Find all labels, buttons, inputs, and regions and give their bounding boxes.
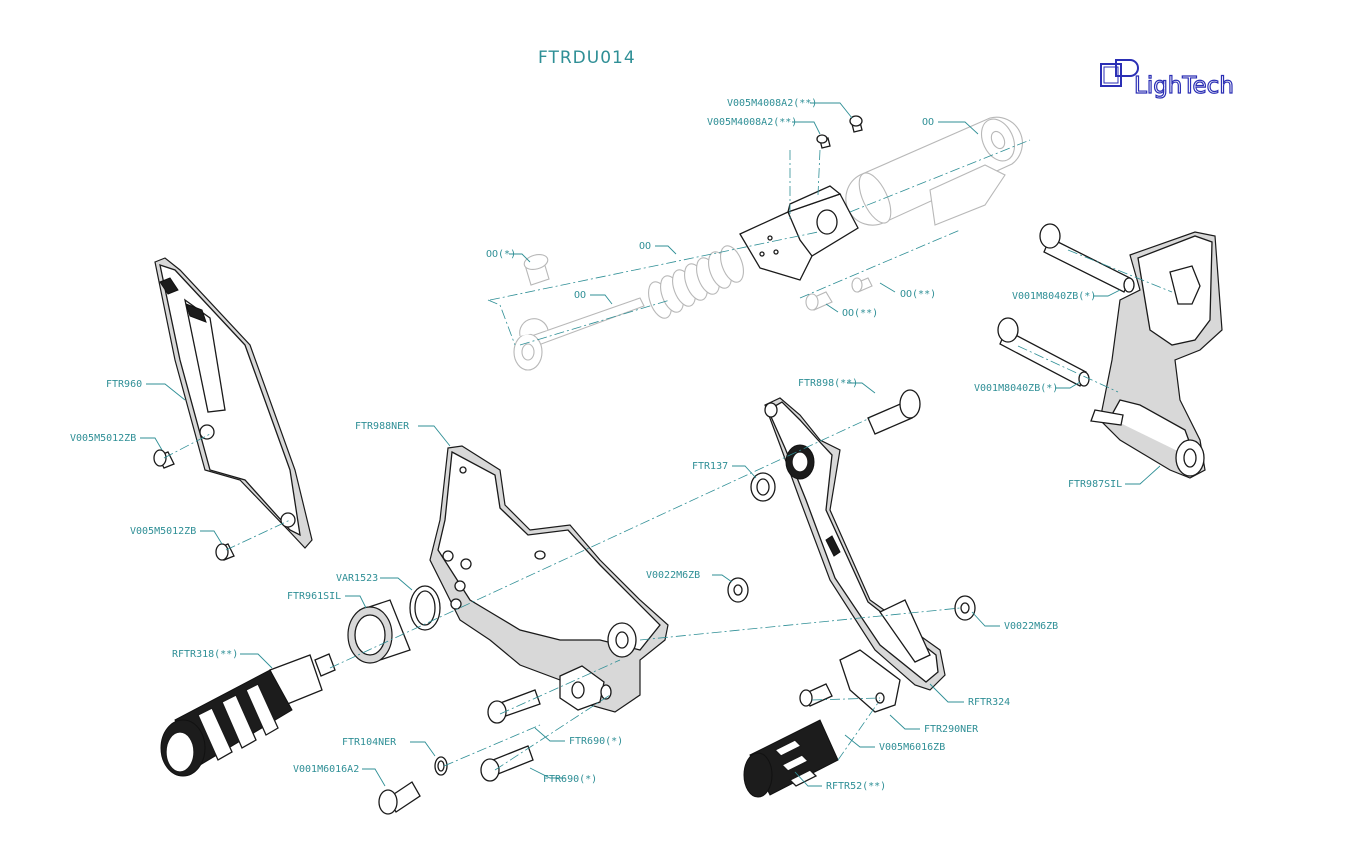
- label-oo-s2: OO(**): [842, 308, 878, 319]
- label-ftr290ner: FTR290NER: [924, 724, 979, 735]
- label-oo-pin: OO(*): [486, 249, 516, 260]
- label-v005m4008a2-b: V005M4008A2(**): [707, 117, 797, 128]
- label-v001m6016a2: V001M6016A2: [293, 764, 359, 775]
- label-v005m4008a2-a: V005M4008A2(**): [727, 98, 817, 109]
- label-v0022m6zb-b: V0022M6ZB: [1004, 621, 1058, 632]
- label-oo-top: OO: [922, 117, 934, 128]
- right-footpeg-bracket: [997, 223, 1223, 479]
- leader-lines: [140, 102, 1161, 787]
- label-v001m8040zb-b: V001M8040ZB(*): [974, 383, 1058, 394]
- peg-bushing: [347, 599, 411, 664]
- label-ftr960: FTR960: [106, 379, 142, 390]
- label-v001m8040zb-a: V001M8040ZB(*): [1012, 291, 1096, 302]
- brake-peg: [743, 719, 839, 798]
- rider-footpeg: [160, 653, 336, 777]
- label-v005m5012zb-a: V005M5012ZB: [70, 433, 136, 444]
- svg-text:LighTech: LighTech: [1134, 73, 1234, 99]
- label-v0022m6zb-a: V0022M6ZB: [646, 570, 700, 581]
- label-oo-s1: OO(**): [900, 289, 936, 300]
- label-ftr898: FTR898(**): [798, 378, 858, 389]
- o-ring: [409, 585, 441, 631]
- diagram-title: FTRDU014: [538, 48, 636, 68]
- label-v005m5012zb-b: V005M5012ZB: [130, 526, 196, 537]
- assembly-axes: [163, 139, 1173, 771]
- label-v005m6016zb: V005M6016ZB: [879, 742, 945, 753]
- label-oo-rod: OO: [574, 290, 586, 301]
- faded-spring: [648, 245, 744, 319]
- label-rftr318: RFTR318(**): [172, 649, 238, 660]
- label-ftr104ner: FTR104NER: [342, 737, 397, 748]
- part-labels: V005M4008A2(**) V005M4008A2(**) OO OO(*)…: [70, 98, 1122, 792]
- label-ftr690-b: FTR690(*): [543, 774, 597, 785]
- label-rftr324: RFTR324: [968, 697, 1010, 708]
- cylinder-bracket-block: [739, 115, 863, 281]
- label-ftr137: FTR137: [692, 461, 728, 472]
- label-ftr988ner: FTR988NER: [355, 421, 410, 432]
- main-rearset-plate: [429, 445, 669, 713]
- brake-lever: [750, 389, 976, 713]
- label-rftr52: RFTR52(**): [826, 781, 886, 792]
- heel-guard-plate: [153, 257, 313, 561]
- faded-master-cylinder-assembly: [513, 116, 1023, 371]
- label-oo-spring: OO: [639, 241, 651, 252]
- label-var1523: VAR1523: [336, 573, 378, 584]
- label-ftr690-a: FTR690(*): [569, 736, 623, 747]
- label-ftr961sil: FTR961SIL: [287, 591, 341, 602]
- lightech-logo: LighTech: [1100, 59, 1235, 100]
- label-ftr987sil: FTR987SIL: [1068, 479, 1122, 490]
